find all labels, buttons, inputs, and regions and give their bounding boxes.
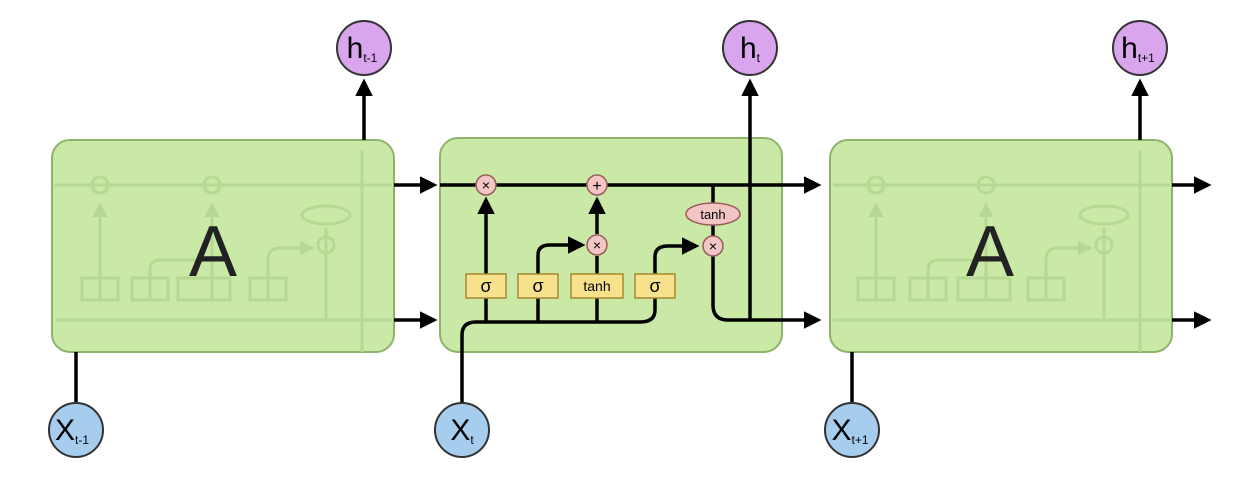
cell-left-label: A: [189, 212, 237, 292]
output-gate-box: [634, 273, 676, 299]
cell-left: A: [51, 139, 395, 353]
candidate-tanh-label: tanh: [583, 278, 610, 294]
output-node-t: ht: [722, 20, 778, 76]
output-node-t-minus-1: ht-1: [336, 20, 392, 76]
output-node-base: h: [1121, 32, 1138, 65]
forget-gate-box: [465, 273, 507, 299]
input-node-sub: t-1: [75, 433, 89, 447]
input-node-sub: t: [470, 433, 474, 447]
input-node-t-minus-1: Xt-1: [48, 402, 104, 458]
forget-multiply-op: [475, 174, 497, 196]
output-node-sub: t: [757, 51, 761, 65]
output-nodes: ht-1 ht ht+1: [336, 20, 1168, 76]
input-path-middle: [460, 320, 640, 406]
output-node-sub: t-1: [363, 51, 377, 65]
output-gate-label: σ: [649, 276, 660, 296]
output-node-base: h: [347, 32, 364, 65]
output-node-base: h: [740, 32, 757, 65]
svg-text:Xt+1: Xt+1: [831, 414, 868, 447]
svg-text:ht: ht: [740, 32, 761, 65]
connections: [74, 78, 1212, 406]
add-op: [586, 174, 608, 196]
output-node-sub: t+1: [1138, 51, 1155, 65]
input-multiply-op: [586, 234, 608, 256]
input-node-t: Xt: [434, 402, 490, 458]
input-node-base: X: [55, 414, 75, 447]
add-label: +: [592, 178, 601, 195]
input-node-sub: t+1: [852, 433, 869, 447]
cell-left-faded-internals: [55, 150, 392, 352]
input-node-base: X: [831, 414, 851, 447]
output-multiply-label: ×: [709, 238, 717, 254]
input-gate-to-multiply: [536, 236, 586, 274]
output-tanh-label: tanh: [700, 207, 725, 222]
cell-right-faded-internals: [833, 150, 1170, 352]
input-gate-box: [517, 273, 559, 299]
input-node-base: X: [450, 414, 470, 447]
svg-text:Xt-1: Xt-1: [55, 414, 89, 447]
candidate-tanh-box: [570, 273, 624, 299]
pointwise-ops: × + × tanh ×: [475, 174, 741, 257]
input-node-t-plus-1: Xt+1: [824, 402, 880, 458]
output-multiply-op: [702, 235, 724, 257]
cell-right: A: [829, 139, 1173, 353]
input-nodes: Xt-1 Xt Xt+1: [48, 402, 880, 458]
cell-right-label: A: [966, 212, 1014, 292]
output-gate-wire: [639, 298, 657, 324]
svg-text:ht+1: ht+1: [1121, 32, 1155, 65]
input-gate-label: σ: [532, 276, 543, 296]
svg-text:ht-1: ht-1: [347, 32, 378, 65]
forget-gate-label: σ: [480, 276, 491, 296]
gates: σ σ tanh σ: [465, 273, 676, 299]
output-node-t-plus-1: ht+1: [1112, 20, 1168, 76]
svg-text:Xt: Xt: [450, 414, 474, 447]
output-gate-to-multiply: [653, 237, 700, 274]
output-tanh-op: [685, 202, 741, 226]
forget-multiply-label: ×: [482, 177, 490, 193]
input-multiply-label: ×: [593, 237, 601, 253]
output-to-hidden: [711, 256, 745, 322]
